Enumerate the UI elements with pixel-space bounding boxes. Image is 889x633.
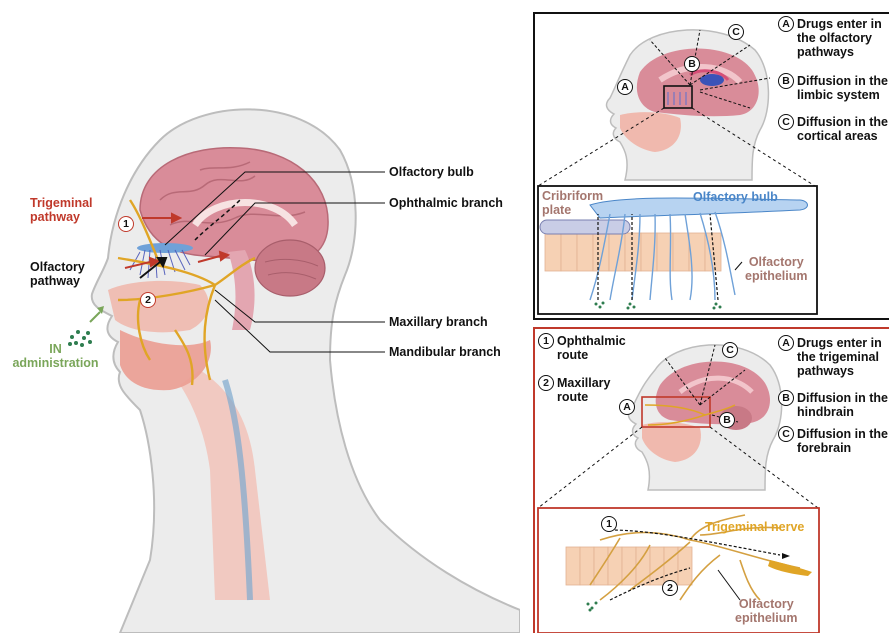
mandibular-branch-label: Mandibular branch <box>389 345 501 359</box>
route-text-2: Maxillary route <box>557 376 611 404</box>
inset-olfactory-bulb-label: Olfactory bulb <box>693 190 778 204</box>
olfactory-legend-text-b: Diffusion in the limbic system <box>797 74 888 102</box>
in-administration-label: IN administration <box>8 342 103 370</box>
olfactory-marker-a: A <box>617 79 633 95</box>
trigeminal-pathway-label: Trigeminal pathway <box>30 196 93 224</box>
route-key-1: 1 <box>538 333 554 349</box>
cerebellum <box>255 240 325 296</box>
olfactory-legend-text-c: Diffusion in the cortical areas <box>797 115 888 143</box>
trigeminal-legend-text-b: Diffusion in the hindbrain <box>797 391 888 419</box>
trigeminal-legend-key-b: B <box>778 390 794 406</box>
trigeminal-marker-b: B <box>719 412 735 428</box>
trigeminal-legend-text-c: Diffusion in the forebrain <box>797 427 888 455</box>
olfactory-legend-key-a: A <box>778 16 794 32</box>
olfactory-legend-text-a: Drugs enter in the olfactory pathways <box>797 17 882 59</box>
olfactory-marker-b: B <box>684 56 700 72</box>
route-text-1: Ophthalmic route <box>557 334 626 362</box>
main-marker-1: 1 <box>118 216 134 232</box>
inset-marker-2: 2 <box>662 580 678 596</box>
olfactory-pathway-label: Olfactory pathway <box>30 260 85 288</box>
route-key-2: 2 <box>538 375 554 391</box>
trigeminal-marker-c: C <box>722 342 738 358</box>
cribriform-plate-label: Cribriform plate <box>542 189 603 217</box>
olfactory-legend-key-b: B <box>778 73 794 89</box>
trigeminal-marker-a: A <box>619 399 635 415</box>
ophthalmic-branch-label: Ophthalmic branch <box>389 196 503 210</box>
olfactory-bulb-label: Olfactory bulb <box>389 165 474 179</box>
inset-olfactory-epithelium-label: Olfactory epithelium <box>745 255 808 283</box>
inset-marker-1: 1 <box>601 516 617 532</box>
trigeminal-nerve-label: Trigeminal nerve <box>705 520 804 534</box>
trigeminal-legend-text-a: Drugs enter in the trigeminal pathways <box>797 336 882 378</box>
trigeminal-inset-epithelium-label: Olfactory epithelium <box>735 597 798 625</box>
olfactory-marker-c: C <box>728 24 744 40</box>
trigeminal-legend-key-a: A <box>778 335 794 351</box>
main-marker-2: 2 <box>140 292 156 308</box>
olfactory-legend-key-c: C <box>778 114 794 130</box>
maxillary-branch-label: Maxillary branch <box>389 315 488 329</box>
trigeminal-legend-key-c: C <box>778 426 794 442</box>
